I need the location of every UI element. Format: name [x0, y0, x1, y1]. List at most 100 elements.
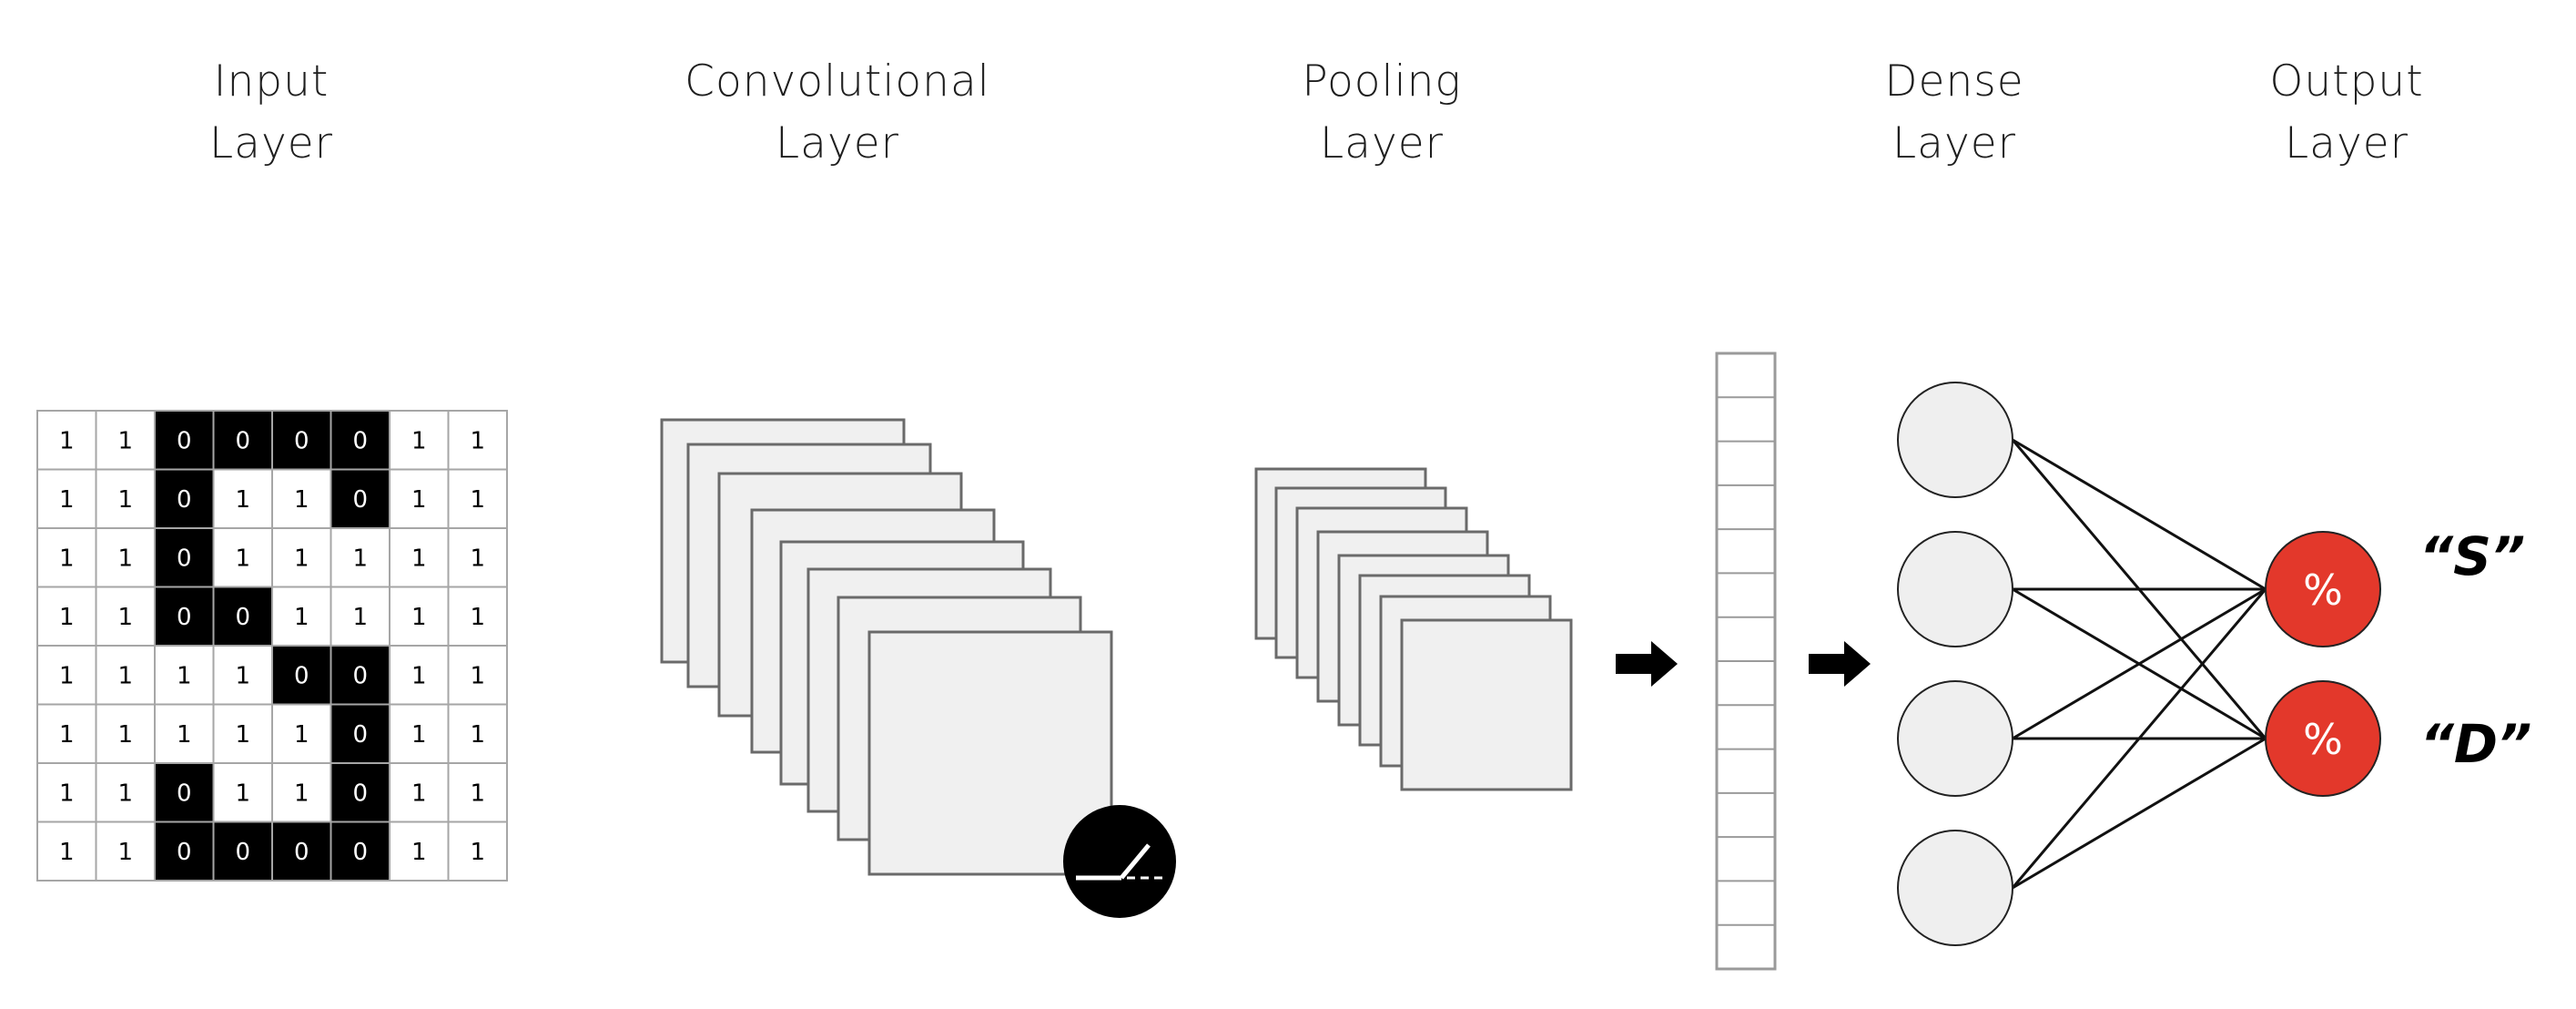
input-grid-value: 1	[470, 545, 485, 572]
pooling-feature-maps	[1254, 467, 1573, 791]
input-grid-cell	[447, 703, 508, 764]
pooling-layer-heading: Pooling Layer	[1191, 51, 1573, 175]
output-neuron-symbol: %	[2303, 566, 2343, 615]
input-grid-value: 0	[352, 780, 368, 807]
input-grid-value: 0	[177, 545, 192, 572]
input-grid-value: 0	[177, 839, 192, 866]
input-grid-value: 0	[177, 427, 192, 454]
connection-line	[2011, 588, 2267, 889]
output-layer-heading-line2: Layer	[2284, 118, 2409, 168]
output-layer-heading: Output Layer	[2155, 51, 2538, 175]
input-grid-value: 1	[294, 780, 309, 807]
pooling-layer-heading-line2: Layer	[1319, 118, 1445, 168]
input-grid-cell	[212, 820, 273, 882]
input-grid-cell	[271, 762, 332, 823]
input-grid-cell	[212, 527, 273, 588]
connection-line	[2012, 438, 2267, 591]
input-grid-value: 0	[352, 486, 368, 514]
input-grid-value: 1	[117, 427, 133, 454]
input-grid-value: 1	[117, 780, 133, 807]
input-grid-value: 1	[411, 780, 427, 807]
input-grid-cell	[330, 410, 390, 471]
conv-layer-heading: Convolutional Layer	[646, 51, 1029, 175]
input-grid-value: 1	[117, 839, 133, 866]
input-grid-cell	[154, 527, 215, 588]
input-grid-value: 1	[59, 721, 75, 749]
input-grid-value: 1	[177, 662, 192, 689]
conv-layer-heading-line1: Convolutional	[685, 56, 990, 107]
input-grid-cell	[271, 586, 332, 647]
pooling-layer-heading-line1: Pooling	[1302, 56, 1462, 107]
input-grid-value: 1	[59, 604, 75, 631]
input-grid-value: 1	[294, 545, 309, 572]
right-arrow-icon	[1809, 641, 1871, 687]
input-grid-value: 1	[235, 545, 250, 572]
flatten-vector	[1715, 352, 1777, 971]
input-grid-value: 1	[235, 780, 250, 807]
input-grid-cell	[389, 703, 450, 764]
input-grid-value: 0	[352, 427, 368, 454]
input-grid-cell	[447, 762, 508, 823]
relu-activation-icon	[1063, 805, 1176, 918]
input-grid-cell	[271, 527, 332, 588]
connection-line	[2012, 737, 2267, 890]
input-grid-value: 1	[117, 604, 133, 631]
input-grid-value: 0	[352, 839, 368, 866]
input-grid-cell	[212, 762, 273, 823]
dense-connections	[2011, 438, 2267, 890]
output-neuron	[2265, 680, 2381, 797]
input-grid-value: 1	[117, 721, 133, 749]
input-grid-value: 1	[470, 486, 485, 514]
dense-layer-heading: Dense Layer	[1763, 51, 2145, 175]
input-grid-value: 0	[352, 721, 368, 749]
input-grid-value: 1	[235, 721, 250, 749]
input-grid-value: 1	[117, 545, 133, 572]
connection-line	[2012, 587, 2267, 740]
input-grid-cell	[271, 410, 332, 471]
input-grid-value: 1	[411, 486, 427, 514]
input-grid-value: 0	[352, 662, 368, 689]
dense-neuron	[1897, 382, 2013, 498]
input-grid-value: 1	[411, 662, 427, 689]
input-grid-value: 0	[235, 427, 250, 454]
input-grid-value: 1	[470, 427, 485, 454]
input-grid-value: 1	[59, 545, 75, 572]
input-grid-cell	[330, 762, 390, 823]
dense-layer-heading-line2: Layer	[1891, 118, 2017, 168]
input-grid-value: 1	[177, 721, 192, 749]
input-grid-cell	[212, 410, 273, 471]
input-grid-value: 1	[352, 604, 368, 631]
input-layer-heading: Input Layer	[80, 51, 462, 175]
input-grid-value: 1	[59, 780, 75, 807]
input-grid-cell	[95, 703, 156, 764]
input-grid-value: 0	[235, 839, 250, 866]
input-grid-value: 1	[59, 839, 75, 866]
input-grid-cell	[271, 468, 332, 529]
input-grid-value: 1	[411, 604, 427, 631]
input-grid-cell	[271, 703, 332, 764]
input-grid-value: 1	[294, 604, 309, 631]
input-grid-cell	[447, 645, 508, 706]
input-grid-value: 1	[117, 486, 133, 514]
input-grid-cell	[95, 527, 156, 588]
input-grid-cell	[271, 820, 332, 882]
input-grid-cell	[389, 762, 450, 823]
input-grid-cell	[447, 410, 508, 471]
input-grid-value: 0	[177, 486, 192, 514]
dense-neuron	[1897, 830, 2013, 946]
output-label-s: “S”	[2419, 525, 2525, 587]
output-neuron	[2265, 531, 2381, 647]
dense-neurons	[1897, 382, 2013, 946]
input-grid-value: 1	[411, 721, 427, 749]
output-label-d: “D”	[2420, 713, 2532, 775]
input-grid-cell	[212, 468, 273, 529]
input-grid-cell	[330, 645, 390, 706]
input-grid-value: 0	[294, 427, 309, 454]
input-grid-value: 1	[470, 839, 485, 866]
input-grid-value: 0	[177, 604, 192, 631]
input-grid-cell	[36, 820, 97, 882]
dense-neuron	[1897, 680, 2013, 797]
conv-layer-heading-line2: Layer	[775, 118, 900, 168]
